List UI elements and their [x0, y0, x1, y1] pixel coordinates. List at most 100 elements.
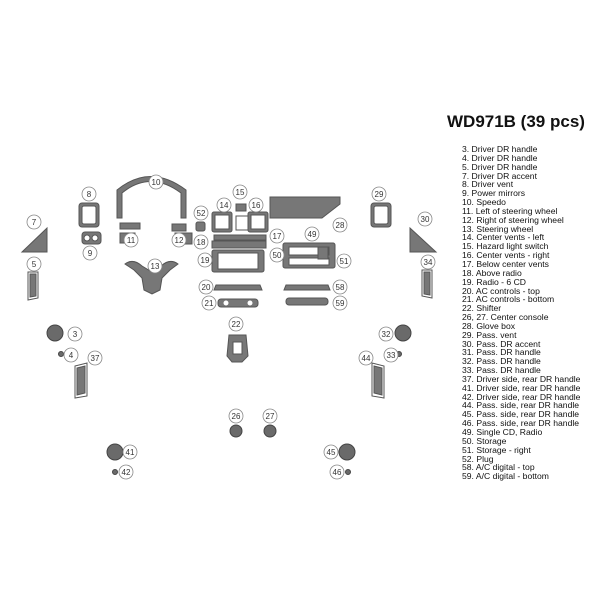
- callout-51: 51: [336, 253, 352, 269]
- part-32-pass-dr-handle: [394, 324, 412, 342]
- legend-item: 44. Pass. side, rear DR handle: [462, 400, 580, 411]
- part-4-driver-dr-handle: [58, 351, 64, 357]
- svg-text:41: 41: [126, 448, 135, 457]
- callout-52: 52: [193, 205, 209, 221]
- legend-item: 17. Below center vents: [462, 258, 549, 269]
- legend-item: 59. A/C digital - bottom: [462, 471, 549, 482]
- svg-text:59: 59: [336, 299, 345, 308]
- svg-text:14: 14: [220, 201, 229, 210]
- svg-text:26: 26: [232, 412, 241, 421]
- legend-item: 13. Steering wheel: [462, 223, 534, 234]
- callout-3: 3: [67, 326, 83, 342]
- callout-58: 58: [332, 279, 348, 295]
- legend-item: 3. Driver DR handle: [462, 144, 538, 154]
- legend-item: 20. AC controls - top: [462, 285, 540, 296]
- legend-item: 15. Hazard light switch: [462, 241, 549, 252]
- callout-7: 7: [26, 214, 42, 230]
- part-45-pass-rear-handle: [338, 443, 356, 461]
- part-11-left-of-wheel: [119, 222, 141, 230]
- svg-text:9: 9: [88, 249, 93, 258]
- svg-text:50: 50: [273, 251, 282, 260]
- callout-15: 15: [232, 184, 248, 200]
- svg-text:27: 27: [266, 412, 275, 421]
- callout-8: 8: [81, 186, 97, 202]
- kit-title: WD971B (39 pcs): [447, 112, 585, 131]
- part-13-steering-wheel: [124, 260, 179, 295]
- legend-item: 52. Plug: [462, 453, 494, 464]
- part-26-center-console: [229, 424, 243, 438]
- svg-text:32: 32: [382, 330, 391, 339]
- legend-item: 16. Center vents - right: [462, 250, 550, 261]
- part-3-driver-dr-handle: [46, 324, 64, 342]
- legend-item: 22. Shifter: [462, 303, 502, 314]
- callout-29: 29: [371, 186, 387, 202]
- svg-text:22: 22: [232, 320, 241, 329]
- part-59-ac-digital-bottom: [285, 297, 329, 306]
- legend-item: 19. Radio - 6 CD: [462, 276, 527, 287]
- part-15-hazard-switch: [235, 203, 247, 212]
- legend-item: 29. Pass. vent: [462, 329, 517, 340]
- callout-16: 16: [248, 197, 264, 213]
- part-12-right-of-wheel: [171, 223, 187, 232]
- callout-33: 33: [383, 347, 399, 363]
- callout-19: 19: [197, 252, 213, 268]
- part-58-ac-digital-top: [283, 284, 331, 291]
- legend-item: 45. Pass. side, rear DR handle: [462, 409, 580, 420]
- svg-text:8: 8: [87, 190, 92, 199]
- callout-32: 32: [378, 326, 394, 342]
- callout-9: 9: [82, 245, 98, 261]
- callout-42: 42: [118, 464, 134, 480]
- svg-text:28: 28: [336, 221, 345, 230]
- legend-item: 31. Pass. DR handle: [462, 347, 541, 358]
- svg-text:44: 44: [362, 354, 371, 363]
- svg-text:20: 20: [202, 283, 211, 292]
- callout-11: 11: [123, 232, 139, 248]
- callout-17: 17: [269, 228, 285, 244]
- part-50-storage: [317, 246, 329, 260]
- callout-50: 50: [269, 247, 285, 263]
- part-52-plug: [195, 221, 206, 232]
- svg-text:33: 33: [387, 351, 396, 360]
- legend-item: 51. Storage - right: [462, 444, 531, 455]
- legend-item: 8. Driver vent: [462, 179, 514, 190]
- svg-text:17: 17: [273, 232, 282, 241]
- part-17-below-center-vents: [213, 234, 267, 241]
- legend-item: 41. Driver side, rear DR handle: [462, 382, 581, 393]
- svg-text:34: 34: [424, 258, 433, 267]
- part-30-pass-dr-accent: [409, 226, 438, 253]
- svg-text:45: 45: [327, 448, 336, 457]
- svg-text:42: 42: [122, 468, 131, 477]
- callout-12: 12: [171, 232, 187, 248]
- svg-text:13: 13: [151, 262, 160, 271]
- svg-text:19: 19: [201, 256, 210, 265]
- svg-text:51: 51: [340, 257, 349, 266]
- legend-item: 49. Single CD, Radio: [462, 427, 543, 437]
- svg-text:21: 21: [205, 299, 214, 308]
- svg-text:58: 58: [336, 283, 345, 292]
- part-7-driver-dr-accent: [20, 226, 48, 253]
- legend-item: 33. Pass. DR handle: [462, 365, 541, 376]
- part-18-above-radio: [211, 240, 267, 249]
- svg-text:10: 10: [152, 178, 161, 187]
- part-46-pass-rear-handle: [345, 469, 351, 475]
- legend-item: 14. Center vents - left: [462, 232, 545, 243]
- callout-18: 18: [193, 234, 209, 250]
- svg-text:12: 12: [175, 236, 184, 245]
- legend-item: 50. Storage: [462, 435, 507, 446]
- callout-14: 14: [216, 197, 232, 213]
- callout-4: 4: [63, 347, 79, 363]
- svg-text:29: 29: [375, 190, 384, 199]
- legend-item: 58. A/C digital - top: [462, 462, 535, 473]
- legend-item: 21. AC controls - bottom: [462, 294, 555, 305]
- callout-30: 30: [417, 211, 433, 227]
- svg-text:30: 30: [421, 215, 430, 224]
- callout-10: 10: [148, 174, 164, 190]
- legend-item: 46. Pass. side, rear DR handle: [462, 418, 580, 429]
- part-42-driver-rear-handle: [112, 469, 118, 475]
- callout-5: 5: [26, 256, 42, 272]
- svg-text:52: 52: [197, 209, 206, 218]
- callout-21: 21: [201, 295, 217, 311]
- callout-46: 46: [329, 464, 345, 480]
- callout-37: 37: [87, 350, 103, 366]
